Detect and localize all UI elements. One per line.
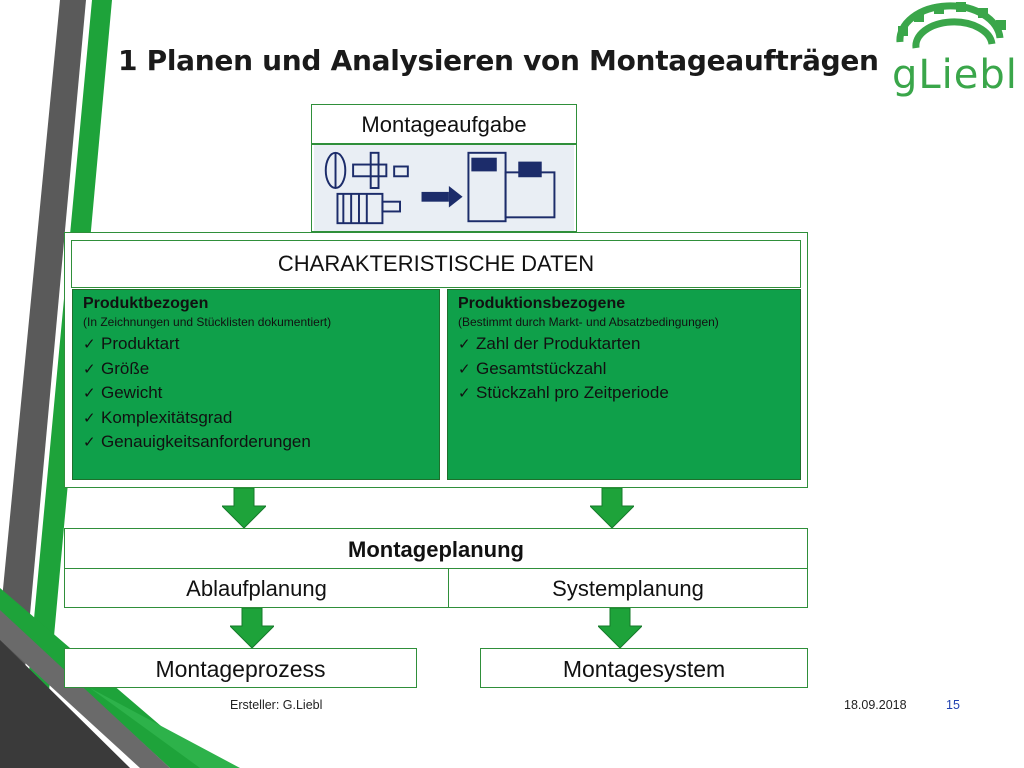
system-planning-box: Systemplanung — [448, 568, 808, 608]
assembly-process-box: Montageprozess — [64, 648, 417, 688]
arrow-down-icon — [222, 488, 266, 528]
list-item: ✓Gewicht — [83, 381, 429, 406]
gear-teeth — [898, 2, 1006, 36]
list-item: ✓Komplexitätsgrad — [83, 406, 429, 431]
checkmark-icon: ✓ — [83, 408, 96, 427]
checkmark-icon: ✓ — [458, 359, 471, 378]
bottom-gray-stripe — [0, 610, 170, 768]
production-heading: Produktionsbezogene — [458, 295, 626, 312]
process-arrow-icon — [421, 186, 463, 208]
production-panel: Produktionsbezogene (Bestimmt durch Mark… — [447, 289, 801, 480]
left-gray-stripe — [0, 0, 86, 768]
footer-author: Ersteller: G.Liebl — [230, 698, 323, 712]
footer-date: 18.09.2018 — [844, 698, 907, 712]
assembly-system-box: Montagesystem — [480, 648, 808, 688]
checkmark-icon: ✓ — [83, 359, 96, 378]
production-list: ✓Zahl der Produktarten ✓Gesamtstückzahl … — [458, 332, 790, 406]
machine-illustration — [311, 144, 577, 232]
characteristics-header: CHARAKTERISTISCHE DATEN — [71, 240, 801, 288]
list-item: ✓Produktart — [83, 332, 429, 357]
arrow-down-icon — [230, 608, 274, 648]
list-item: ✓Zahl der Produktarten — [458, 332, 790, 357]
arrow-down-icon — [598, 608, 642, 648]
list-item: ✓Stückzahl pro Zeitperiode — [458, 381, 790, 406]
arrow-down-icon — [590, 488, 634, 528]
bottom-dark-wedge — [0, 640, 130, 768]
product-heading: Produktbezogen — [83, 295, 209, 312]
checkmark-icon: ✓ — [83, 384, 96, 402]
list-item: ✓Größe — [83, 357, 429, 382]
gliebl-logo — [896, 2, 1006, 49]
checkmark-icon: ✓ — [83, 335, 96, 353]
product-list: ✓Produktart ✓Größe ✓Gewicht ✓Komplexität… — [83, 332, 429, 455]
product-panel: Produktbezogen (In Zeichnungen und Stück… — [72, 289, 440, 480]
shaft-part — [352, 163, 388, 178]
bottom-light-wedge — [90, 688, 240, 768]
list-item: ✓Genauigkeitsanforderungen — [83, 430, 429, 455]
checkmark-icon: ✓ — [458, 335, 471, 353]
product-subheading: (In Zeichnungen und Stücklisten dokument… — [83, 315, 332, 329]
sequence-planning-box: Ablaufplanung — [64, 568, 449, 608]
production-subheading: (Bestimmt durch Markt- und Absatzbedingu… — [458, 315, 719, 329]
list-item: ✓Gesamtstückzahl — [458, 357, 790, 382]
checkmark-icon: ✓ — [83, 433, 96, 451]
planning-header: Montageplanung — [64, 528, 808, 569]
task-label: Montageaufgabe — [311, 104, 577, 144]
slide-title: 1 Planen und Analysieren von Montageauft… — [118, 44, 879, 77]
logo-text: gLiebl — [892, 52, 1018, 98]
page-number: 15 — [946, 698, 960, 712]
checkmark-icon: ✓ — [458, 384, 471, 402]
